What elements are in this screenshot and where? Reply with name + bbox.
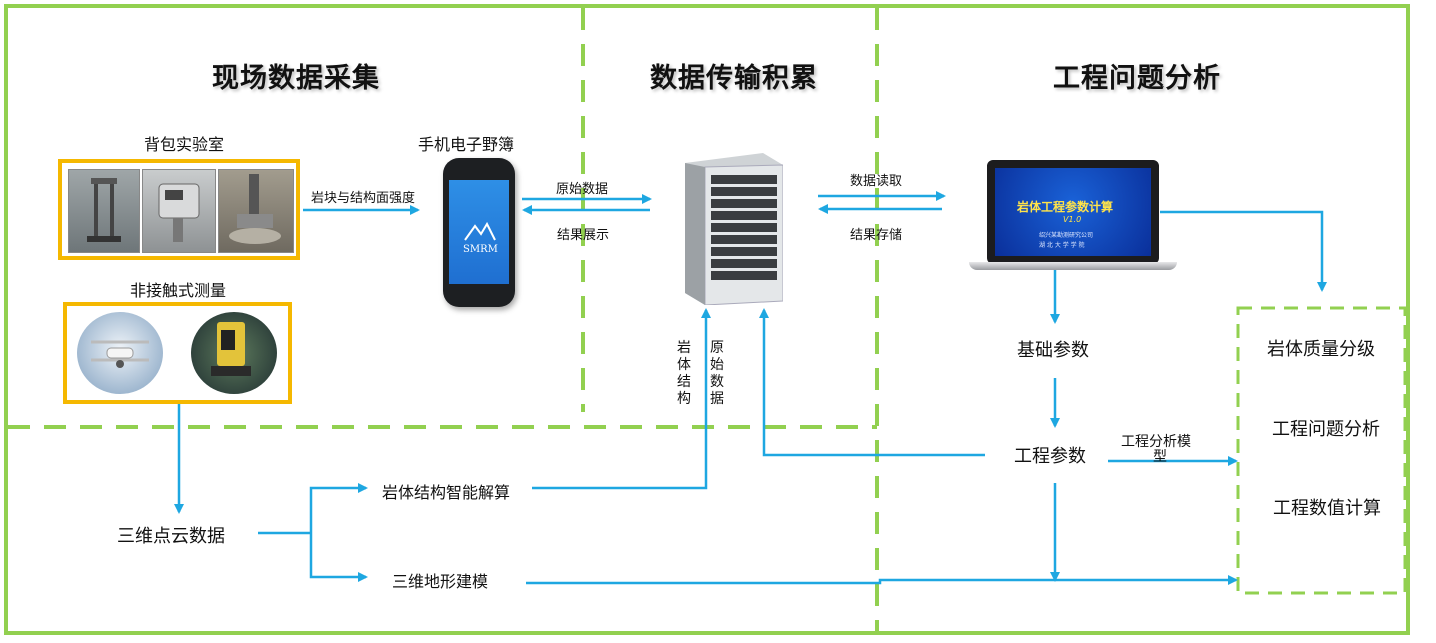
raw-data-label: 原始数据: [556, 182, 609, 197]
output-numeric-calc: 工程数值计算: [1273, 498, 1381, 519]
arrow-cloud-terrain: [309, 533, 368, 582]
output-box-border: [1236, 306, 1407, 595]
laptop-base: [969, 262, 1177, 270]
rebound-hammer-icon: [158, 183, 200, 242]
analysis-model-label-2: 型: [1153, 449, 1167, 465]
point-load-photo: [218, 169, 294, 253]
mountain-logo-icon: [464, 221, 496, 241]
laptop-org-line1: 绍兴某勘测研究公司: [1039, 232, 1094, 239]
rock-structure-vertical-label: 岩体结构: [677, 340, 691, 407]
non-contact-label: 非接触式测量: [130, 281, 227, 300]
laptop-screen: 岩体工程参数计算 V1.0 绍兴某勘测研究公司 湖 北 大 学 学 院: [987, 160, 1159, 264]
arrow-solve-server: [532, 308, 711, 490]
hammer-photo: [142, 169, 216, 253]
analysis-model-label-1: 工程分析模: [1121, 434, 1191, 450]
phone-screen: SMRM: [449, 180, 509, 284]
strength-label: 岩块与结构面强度: [311, 191, 416, 206]
drone-icon: [91, 340, 149, 368]
arrow-terrain-output: [526, 575, 1238, 585]
backpack-lab-photos: [58, 159, 300, 260]
test-machine-photo: [68, 169, 140, 253]
non-contact-photos: [63, 302, 292, 404]
section-title-field: 现场数据采集: [212, 63, 380, 94]
backpack-lab-label: 背包实验室: [144, 135, 225, 154]
laser-scanner-icon: [211, 322, 251, 376]
arrow-eng-server: [759, 308, 985, 457]
laptop-app-title: 岩体工程参数计算: [1017, 200, 1114, 214]
point-cloud-node: 三维点云数据: [117, 526, 225, 547]
rock-structure-solve-node: 岩体结构智能解算: [382, 483, 511, 502]
output-rock-grade: 岩体质量分级: [1267, 339, 1375, 360]
mobile-notebook-label: 手机电子野簿: [418, 135, 515, 154]
data-read-label: 数据读取: [850, 174, 903, 189]
terrain-model-node: 三维地形建模: [392, 572, 489, 591]
outer-frame: [4, 4, 1410, 635]
section-title-transfer: 数据传输积累: [650, 63, 818, 94]
laptop-version: V1.0: [1063, 215, 1082, 224]
arrow-laptop-output: [1160, 210, 1327, 292]
phone-device: SMRM: [443, 158, 515, 307]
phone-logo-text: SMRM: [463, 244, 498, 255]
server-rack-icon: [685, 153, 784, 306]
point-load-icon: [229, 174, 281, 244]
server-icon: [685, 153, 784, 306]
laptop-org-line2: 湖 北 大 学 学 院: [1039, 242, 1085, 249]
drone-photo: [77, 312, 163, 394]
section-title-analysis: 工程问题分析: [1053, 63, 1221, 94]
basic-params-node: 基础参数: [1017, 340, 1089, 361]
raw-data-vertical-label: 原始数据: [710, 340, 724, 407]
eng-params-node: 工程参数: [1014, 446, 1086, 467]
result-store-label: 结果存储: [850, 228, 903, 243]
scanner-photo: [191, 312, 277, 394]
arrow-cloud-solve: [309, 483, 368, 533]
result-display-label: 结果展示: [557, 228, 610, 243]
test-machine-icon: [87, 178, 121, 242]
output-eng-problem: 工程问题分析: [1272, 419, 1380, 440]
